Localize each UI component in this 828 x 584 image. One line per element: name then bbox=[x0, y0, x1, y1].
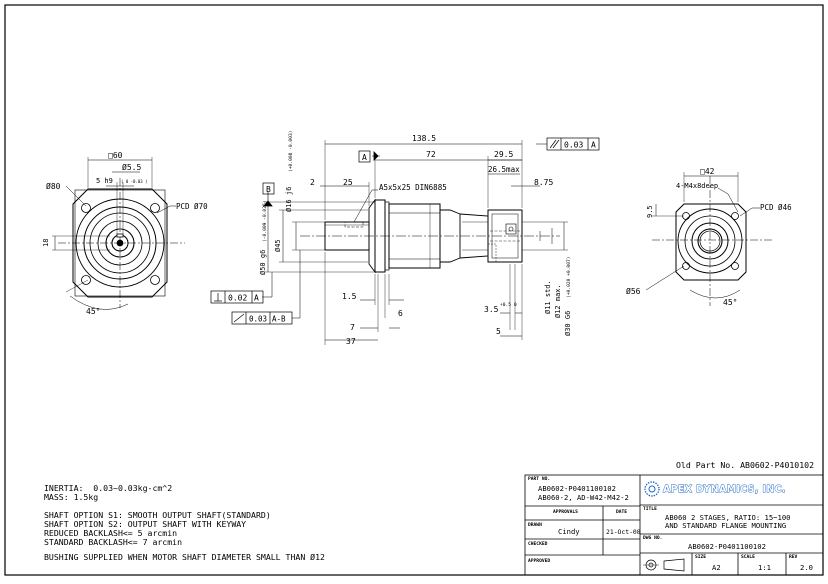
tb-checked-label: CHECKED bbox=[528, 542, 548, 547]
tb-approvals-label: APPROVALS bbox=[553, 510, 578, 515]
dim-height-18: 18 bbox=[42, 239, 50, 247]
runout-value: 0.03 bbox=[564, 141, 583, 150]
tb-dwg-label: DWG NO. bbox=[643, 536, 663, 541]
dim-7: 7 bbox=[350, 323, 355, 332]
dim-spigot: Ø30 G6 bbox=[564, 311, 572, 336]
company-logo-text: APEX DYNAMICS, INC. bbox=[663, 484, 786, 495]
datum-a-box bbox=[358, 150, 371, 163]
dim-pcd-46: PCD Ø46 bbox=[760, 203, 792, 212]
note-shaft-s1: SHAFT OPTION S1: SMOOTH OUTPUT SHAFT(STA… bbox=[44, 510, 271, 520]
note-shaft-s2: SHAFT OPTION S2: OUTPUT SHAFT WITH KEYWA… bbox=[44, 519, 247, 529]
dim-6: 6 bbox=[398, 309, 403, 318]
tb-scale: 1:1 bbox=[758, 563, 771, 572]
title-block-grid bbox=[524, 474, 824, 576]
dim-35-tol: +0.5 0 bbox=[500, 302, 517, 308]
dim-shaft-tol: (+0.008 -0.003) bbox=[288, 131, 294, 173]
dim-overall: 138.5 bbox=[412, 134, 436, 143]
dim-square-60: □60 bbox=[108, 151, 123, 160]
tb-drawn-name: Cindy bbox=[558, 527, 580, 536]
dim-pilot-dia: Ø50 g6 bbox=[259, 250, 267, 275]
dim-bore-max: Ø12 max. bbox=[554, 284, 562, 318]
dim-15: 1.5 bbox=[342, 292, 357, 301]
old-part-number: Old Part No. AB0602-P4010102 bbox=[676, 460, 815, 470]
dim-keyway: 5 h9 bbox=[96, 177, 113, 185]
motor-flange-view bbox=[645, 172, 772, 306]
perpendicularity-frame bbox=[210, 290, 264, 304]
tb-rev-label: REV bbox=[789, 555, 798, 560]
tb-scale-label: SCALE bbox=[741, 555, 755, 560]
gearbox-side-view bbox=[262, 140, 568, 345]
dim-shaft-dia-side: Ø16 j6 bbox=[285, 187, 293, 212]
tb-approved-label: APPROVED bbox=[528, 559, 551, 564]
tb-drawn-label: DRAWN bbox=[528, 523, 542, 528]
tb-title-label: TITLE bbox=[643, 507, 657, 512]
datum-b-label: B bbox=[266, 185, 271, 194]
position-frame bbox=[231, 311, 293, 325]
dim-flange-len: 29.5 bbox=[494, 150, 513, 159]
dim-pilot-tol: (-0.009 -0.025) bbox=[262, 201, 268, 243]
note-inertia: INERTIA: 0.03~0.03kg-cm^2 bbox=[44, 483, 173, 493]
tb-title-2: AND STANDARD FLANGE MOUNTING bbox=[665, 521, 787, 530]
tb-drawn-date: 21-Oct-08 bbox=[606, 528, 641, 536]
dim-max-len: 26.5max bbox=[488, 165, 520, 174]
dim-shaft-dia: Ø5.5 bbox=[122, 162, 141, 172]
dim-pcd-70: PCD Ø70 bbox=[176, 202, 208, 211]
dim-25: 25 bbox=[343, 178, 353, 187]
runout-datum: A bbox=[591, 141, 596, 150]
dim-37: 37 bbox=[346, 337, 356, 346]
perp-datum: A bbox=[254, 294, 259, 303]
tb-part-no-label: PART NO. bbox=[528, 477, 551, 482]
dim-bore-std: Ø11 std. bbox=[544, 280, 552, 314]
note-standard-backlash: STANDARD BACKLASH<= 7 arcmin bbox=[44, 537, 183, 547]
tb-size: A2 bbox=[712, 563, 721, 572]
dim-keyway-tol: ( 0 -0.03 ) bbox=[121, 179, 148, 184]
dim-spigot-tol: (+0.020 +0.007) bbox=[566, 257, 572, 299]
note-reduced-backlash: REDUCED BACKLASH<= 5 arcmin bbox=[44, 528, 178, 538]
tb-part-no-1: AB0602-P0401100102 bbox=[538, 484, 616, 493]
datum-a-label: A bbox=[362, 153, 367, 162]
tb-part-no-2: AB060-2, AD-W42-M42-2 bbox=[538, 493, 629, 502]
runout-frame bbox=[546, 137, 600, 151]
tb-size-label: SIZE bbox=[695, 555, 707, 560]
tb-dwg-no: AB0602-P0401100102 bbox=[688, 542, 766, 551]
dim-875: 8.75 bbox=[534, 178, 553, 187]
dim-tap: 4-M4x8deep bbox=[676, 182, 718, 190]
output-flange-view bbox=[52, 157, 185, 310]
note-bushing: BUSHING SUPPLIED WHEN MOTOR SHAFT DIAMET… bbox=[44, 552, 325, 562]
dim-square-42: □42 bbox=[700, 167, 715, 176]
tb-date-label: DATE bbox=[616, 510, 628, 515]
dim-dia-56: Ø56 bbox=[626, 286, 641, 296]
pos-value: 0.03 bbox=[249, 315, 267, 324]
tb-rev: 2.0 bbox=[800, 563, 813, 572]
key-spec: A5x5x25 DIN6885 bbox=[379, 183, 447, 192]
datum-b-box bbox=[262, 182, 275, 195]
dim-hub-dia: Ø45 bbox=[274, 239, 282, 252]
dim-35: 3.5 bbox=[484, 305, 499, 314]
perp-value: 0.02 bbox=[228, 294, 247, 303]
dim-2: 2 bbox=[310, 178, 315, 187]
dim-5: 5 bbox=[496, 327, 501, 336]
sheet-border bbox=[4, 4, 824, 576]
note-mass: MASS: 1.5kg bbox=[44, 492, 99, 502]
dim-95: 9.5 bbox=[646, 205, 654, 218]
tb-title-1: AB060 2 STAGES, RATIO: 15~100 bbox=[665, 513, 791, 522]
dim-body: 72 bbox=[426, 150, 436, 159]
dim-outer-dia: Ø80 bbox=[46, 181, 61, 191]
pos-datum: A-B bbox=[272, 315, 286, 324]
dim-angle-right: 45° bbox=[723, 298, 737, 307]
dim-angle-left: 45° bbox=[86, 307, 100, 316]
